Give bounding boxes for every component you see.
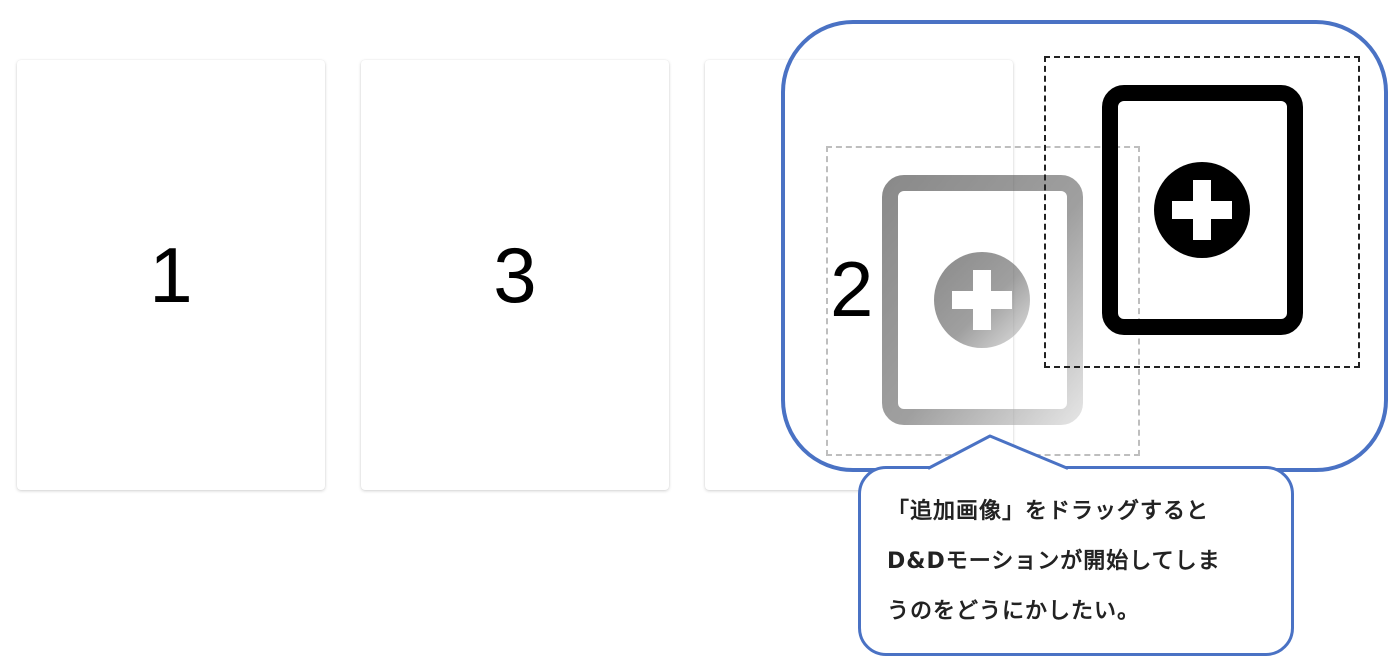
callout-text-line: うのをどうにかしたい。 (887, 599, 1141, 624)
callout-text-line: D&Dモーションが開始してしま (887, 549, 1221, 574)
drag-ghost-number: 2 (830, 245, 874, 333)
callout-text-line: 「追加画像」をドラッグすると (887, 499, 1210, 524)
sortable-card-1[interactable]: 1 (17, 60, 325, 490)
add-page-icon (882, 175, 1083, 425)
sortable-card-3[interactable]: 3 (361, 60, 669, 490)
card-number: 1 (149, 231, 193, 319)
add-page-icon (1102, 85, 1303, 335)
card-number: 3 (493, 231, 537, 319)
callout-bubble: 「追加画像」をドラッグすると D&Dモーションが開始してしま うのをどうにかした… (858, 466, 1294, 656)
add-image-button[interactable] (1044, 56, 1360, 368)
callout-tail (928, 434, 1068, 470)
